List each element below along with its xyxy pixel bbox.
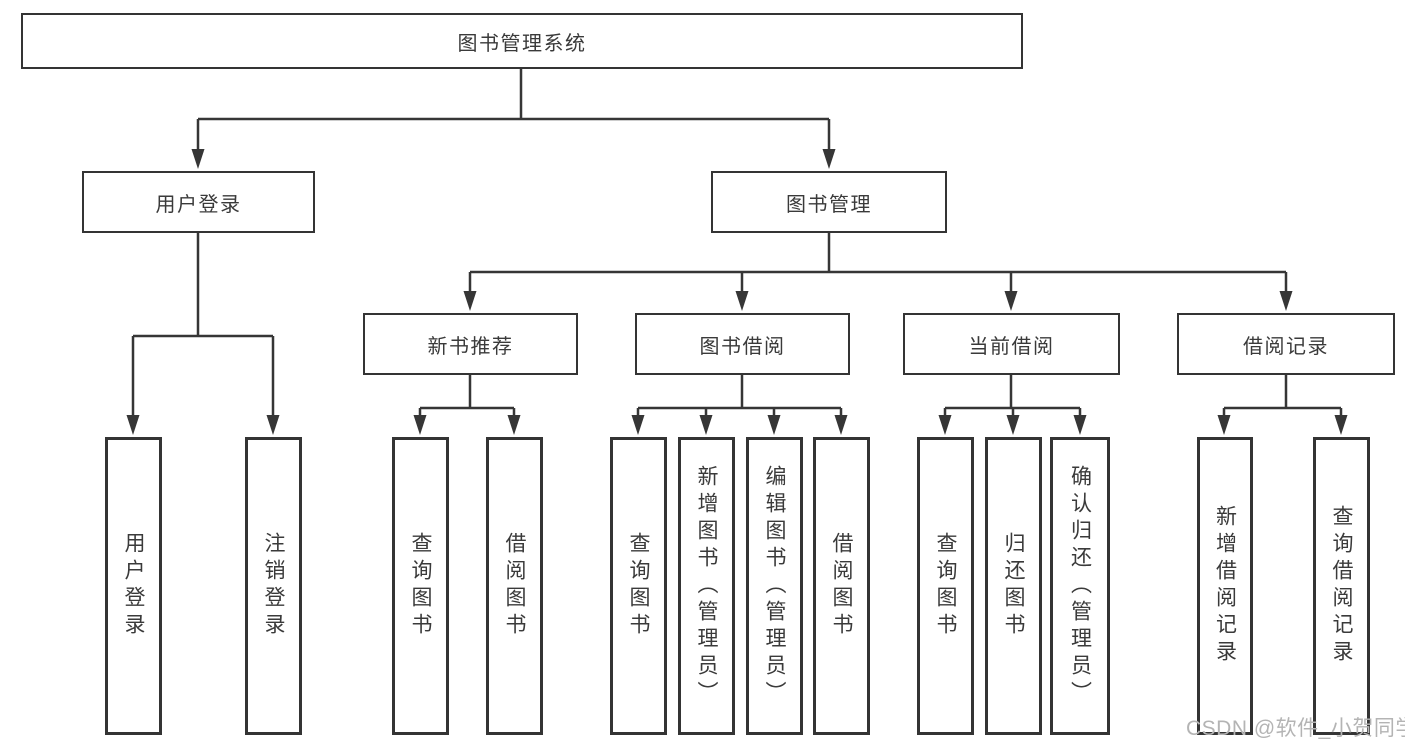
node-label: 查询图书 (934, 532, 957, 640)
node-label: 图书借阅 (699, 335, 786, 358)
node-leaf-query-borrow-record: 查询借阅记录 (1313, 437, 1370, 735)
node-book-management: 图书管理 (711, 171, 947, 233)
node-leaf-add-book-admin: 新增图书（管理员） (678, 437, 735, 735)
node-leaf-confirm-return-admin: 确认归还（管理员） (1050, 437, 1110, 735)
node-label: 借阅记录 (1243, 335, 1329, 358)
connector-path (131, 69, 1343, 419)
node-label: 借阅图书 (830, 532, 853, 640)
node-leaf-query-books-current: 查询图书 (917, 437, 974, 735)
node-label: 确认归还（管理员） (1068, 464, 1092, 708)
arrowheads (126, 149, 1348, 435)
node-borrowing-records: 借阅记录 (1177, 313, 1395, 375)
node-current-borrowing: 当前借阅 (903, 313, 1120, 375)
node-label: 借阅图书 (503, 532, 526, 640)
node-leaf-logout: 注销登录 (245, 437, 302, 735)
node-leaf-edit-book-admin: 编辑图书（管理员） (746, 437, 803, 735)
node-label: 查询图书 (409, 532, 432, 640)
node-label: 注销登录 (262, 532, 285, 640)
node-library-management-system: 图书管理系统 (21, 13, 1023, 69)
node-leaf-query-books-borrowing: 查询图书 (610, 437, 667, 735)
node-label: 图书管理系统 (457, 32, 587, 55)
node-leaf-borrow-books-recommend: 借阅图书 (486, 437, 543, 735)
node-leaf-user-login: 用户登录 (105, 437, 162, 735)
node-label: 新书推荐 (427, 335, 514, 358)
node-label: 新增借阅记录 (1213, 505, 1237, 667)
node-label: 编辑图书（管理员） (763, 464, 786, 708)
node-label: 当前借阅 (968, 335, 1055, 358)
node-label: 用户登录 (155, 193, 242, 216)
node-user-login: 用户登录 (82, 171, 315, 233)
csdn-watermark: CSDN @软件_小贺同学 (1186, 717, 1405, 740)
node-leaf-query-books-recommend: 查询图书 (392, 437, 449, 735)
node-label: 查询图书 (627, 532, 650, 640)
node-book-borrowing: 图书借阅 (635, 313, 850, 375)
node-new-book-recommendation: 新书推荐 (363, 313, 578, 375)
node-label: 归还图书 (1002, 532, 1025, 640)
node-leaf-add-borrow-record: 新增借阅记录 (1197, 437, 1253, 735)
node-leaf-return-book: 归还图书 (985, 437, 1042, 735)
node-leaf-borrow-books: 借阅图书 (813, 437, 870, 735)
node-label: 查询借阅记录 (1330, 505, 1353, 667)
node-label: 新增图书（管理员） (695, 464, 718, 708)
node-label: 图书管理 (786, 193, 872, 216)
node-label: 用户登录 (122, 532, 145, 640)
